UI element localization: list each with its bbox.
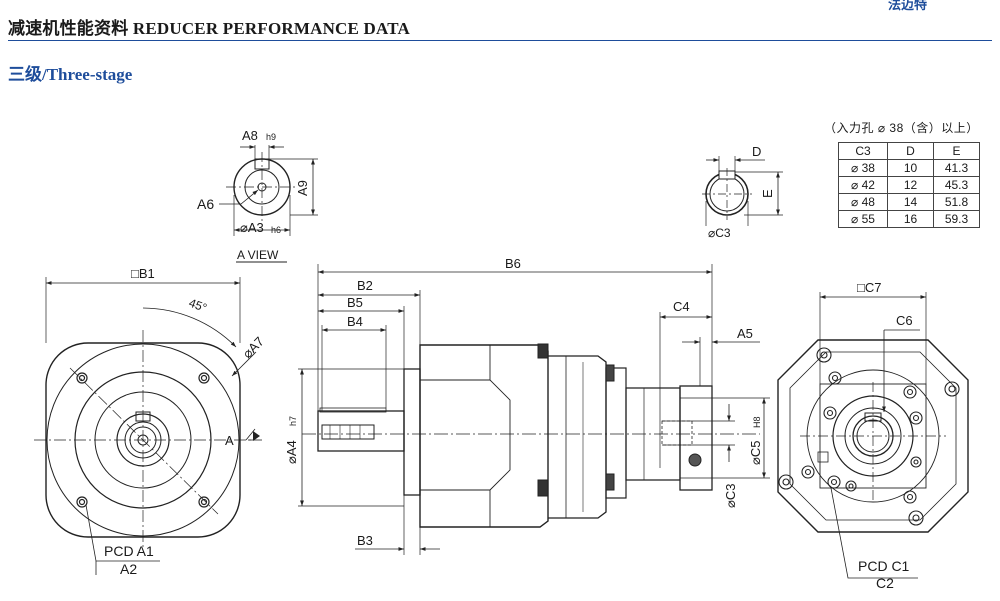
table-cell: 51.8 bbox=[933, 193, 980, 211]
brand-logo-text: 法迈特 bbox=[888, 0, 928, 13]
header-divider bbox=[8, 40, 992, 41]
table-cell: 10 bbox=[887, 159, 934, 177]
label-c3-side: ⌀C3 bbox=[723, 484, 738, 508]
label-a4: ⌀A4 bbox=[284, 440, 299, 464]
table-cell: 41.3 bbox=[933, 159, 980, 177]
label-a3-tol: h6 bbox=[271, 225, 281, 235]
label-a2: A2 bbox=[120, 561, 137, 577]
keyway-detail-group bbox=[702, 156, 783, 226]
front-view-group bbox=[34, 277, 262, 575]
label-pcd-a1: PCD A1 bbox=[104, 543, 154, 559]
label-a5: A5 bbox=[737, 326, 753, 341]
table-cell: 45.3 bbox=[933, 176, 980, 194]
table-row: ⌀ 42 12 45.3 bbox=[838, 176, 980, 194]
label-a-view: A VIEW bbox=[237, 248, 279, 262]
label-b1: □B1 bbox=[131, 266, 155, 281]
label-b5: B5 bbox=[347, 295, 363, 310]
table-note: （入力孔 ⌀ 38（含）以上） bbox=[824, 121, 979, 135]
label-c5: ⌀C5 bbox=[748, 441, 763, 465]
table-cell: ⌀ 48 bbox=[838, 193, 888, 211]
table-cell: ⌀ 55 bbox=[838, 210, 888, 228]
label-b4: B4 bbox=[347, 314, 363, 329]
section-title: 三级/Three-stage bbox=[8, 65, 133, 84]
page-title: 减速机性能资料 REDUCER PERFORMANCE DATA bbox=[8, 19, 410, 38]
label-a8: A8 bbox=[242, 128, 258, 143]
table-cell: 16 bbox=[887, 210, 934, 228]
table-row: ⌀ 55 16 59.3 bbox=[838, 210, 980, 228]
table-cell: ⌀ 42 bbox=[838, 176, 888, 194]
rear-view-group bbox=[777, 292, 969, 579]
table-header-d: D bbox=[887, 142, 934, 160]
table-row: ⌀ 38 10 41.3 bbox=[838, 159, 980, 177]
label-b3: B3 bbox=[357, 533, 373, 548]
label-c7: □C7 bbox=[857, 280, 881, 295]
label-c6: C6 bbox=[896, 313, 913, 328]
table-cell: 14 bbox=[887, 193, 934, 211]
label-a3: ⌀A3 bbox=[240, 220, 264, 235]
label-a4-tol: h7 bbox=[288, 416, 298, 426]
side-view-group bbox=[298, 264, 770, 555]
label-d: D bbox=[752, 144, 761, 159]
label-a-arrow: A bbox=[225, 433, 234, 448]
table-row: ⌀ 48 14 51.8 bbox=[838, 193, 980, 211]
keyway-spec-table: C3 D E ⌀ 38 10 41.3 ⌀ 42 12 45.3 ⌀ 48 14… bbox=[838, 142, 980, 228]
label-a8-tol: h9 bbox=[266, 132, 276, 142]
label-pcd-c1: PCD C1 bbox=[858, 558, 910, 574]
label-b6: B6 bbox=[505, 256, 521, 271]
label-angle: 45° bbox=[187, 296, 209, 315]
label-c2: C2 bbox=[876, 575, 894, 591]
table-cell: 12 bbox=[887, 176, 934, 194]
table-header-c3: C3 bbox=[838, 142, 888, 160]
label-c3-key: ⌀C3 bbox=[708, 226, 731, 240]
label-c4: C4 bbox=[673, 299, 690, 314]
label-e: E bbox=[760, 189, 775, 198]
label-b2: B2 bbox=[357, 278, 373, 293]
table-header-e: E bbox=[933, 142, 980, 160]
table-cell: ⌀ 38 bbox=[838, 159, 888, 177]
label-c5-tol: H8 bbox=[752, 416, 762, 428]
table-cell: 59.3 bbox=[933, 210, 980, 228]
label-a9: A9 bbox=[295, 180, 310, 196]
label-a7: ⌀A7 bbox=[240, 334, 267, 361]
label-a6: A6 bbox=[197, 196, 214, 212]
a-view-group bbox=[219, 145, 318, 263]
table-header-row: C3 D E bbox=[838, 142, 980, 160]
